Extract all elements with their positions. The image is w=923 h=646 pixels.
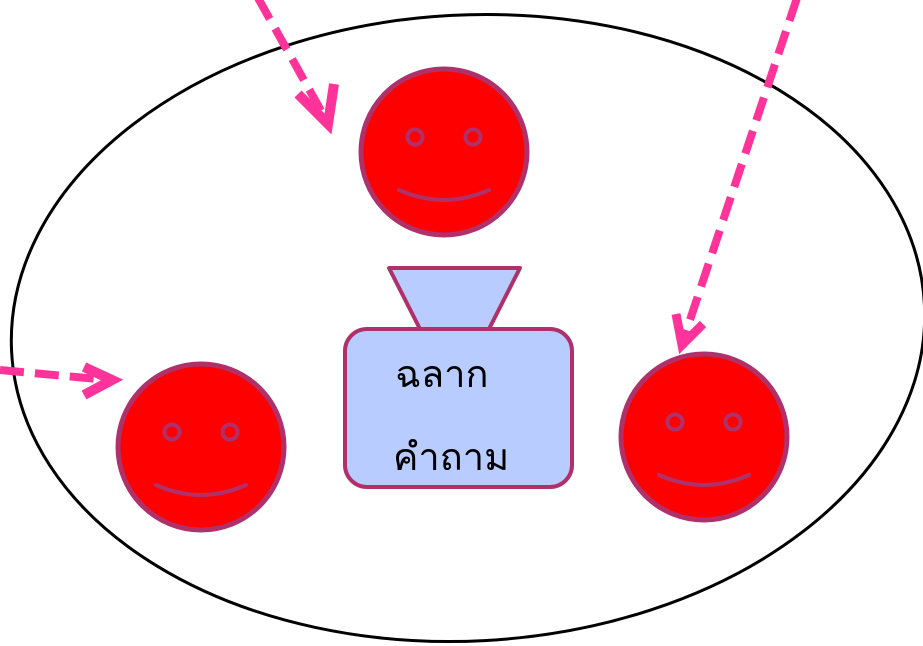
arrow-to-top-face bbox=[254, 0, 339, 135]
question-label-box bbox=[343, 327, 574, 489]
box-label-line2: คำถาม bbox=[393, 435, 509, 479]
box-label-line1: ฉลาก bbox=[395, 352, 489, 396]
arrow-to-left-face bbox=[0, 362, 124, 400]
arrow-to-right-face bbox=[671, 0, 801, 355]
smiley-face-icon-left bbox=[118, 364, 284, 530]
funnel-icon bbox=[387, 266, 522, 331]
smiley-face-icon-top bbox=[361, 69, 527, 235]
smiley-face-icon-right bbox=[621, 354, 787, 520]
